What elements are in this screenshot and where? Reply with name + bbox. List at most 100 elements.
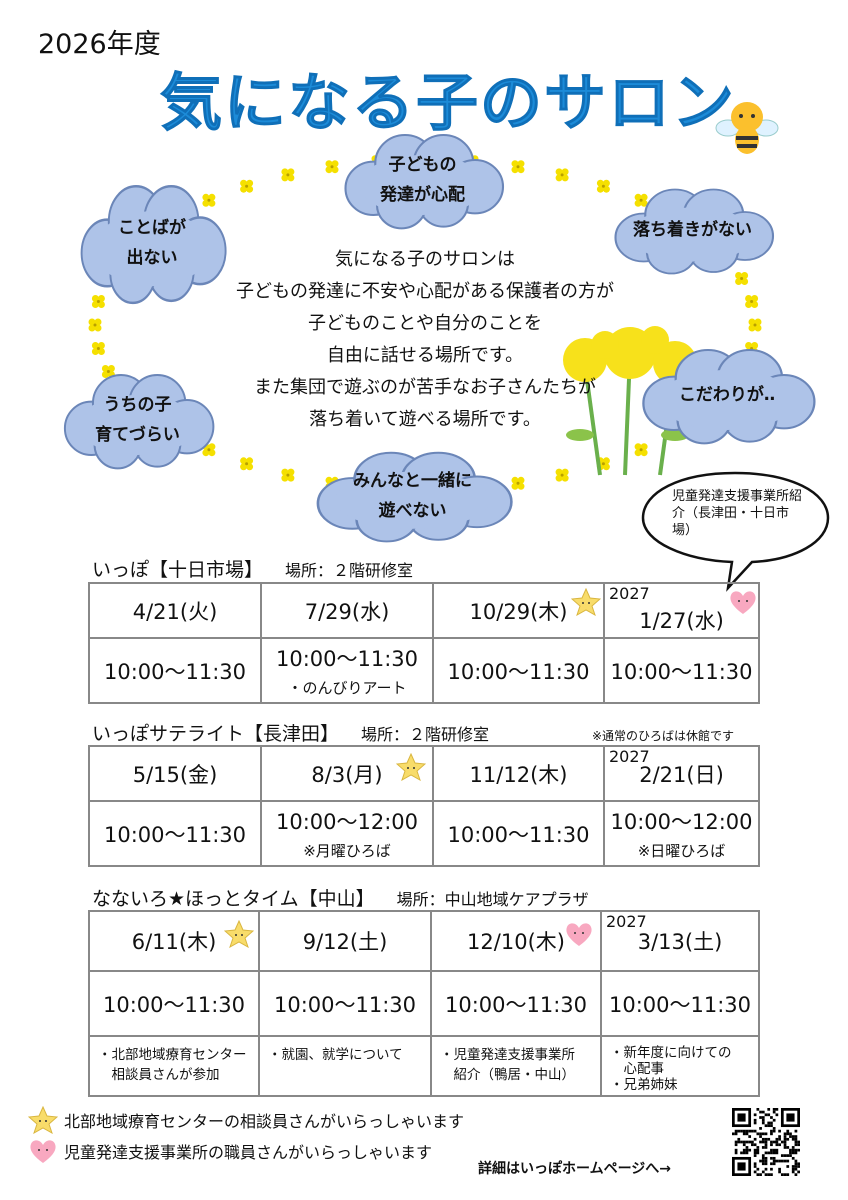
- date-text: 10/29(木): [469, 599, 568, 624]
- section-location: 場所：２階研修室: [285, 561, 414, 580]
- flower: [101, 365, 115, 378]
- star-icon: [570, 587, 602, 617]
- cloud-fixation: こだわりが‥: [632, 345, 822, 445]
- memo-line: ・児童発達支援事業所: [440, 1047, 575, 1063]
- memo-line: ・兄弟姉妹: [610, 1077, 678, 1093]
- flower: [91, 295, 105, 308]
- page-title: 気になる子のサロン: [159, 66, 737, 140]
- flower: [202, 443, 216, 457]
- qr-code[interactable]: [732, 1108, 800, 1176]
- date-text: 8/3(月): [311, 762, 383, 787]
- flower: [555, 168, 569, 182]
- time-cell: 10:00〜11:30: [88, 800, 262, 867]
- flower: [281, 168, 295, 182]
- time-cell: 10:00〜11:30: [88, 970, 260, 1037]
- star-icon: [27, 1105, 59, 1135]
- memo-cell: ・児童発達支援事業所 紹介（鴨居・中山）: [430, 1035, 602, 1097]
- time-cell: 10:00〜12:00 ※月曜ひろば: [260, 800, 434, 867]
- section-name: なないろ★ほっとタイム【中山】: [92, 888, 375, 910]
- section-location: 場所：２階研修室: [361, 725, 490, 744]
- legend-heart: 児童発達支援事業所の職員さんがいらっしゃいます: [28, 1137, 432, 1165]
- session-note: ※月曜ひろば: [303, 842, 391, 860]
- flower: [325, 160, 339, 174]
- star-icon: [395, 752, 427, 782]
- flower: [91, 342, 105, 355]
- memo-line: ・就園、就学について: [268, 1047, 403, 1063]
- flower: [555, 468, 569, 482]
- cloud-text: 出ない: [126, 247, 178, 268]
- star-icon: [223, 919, 255, 949]
- homepage-link-text: 詳細はいっぽホームページへ→: [478, 1161, 672, 1177]
- bee-icon: [715, 102, 779, 154]
- cloud-text: 発達が心配: [380, 185, 465, 205]
- date-cell: 4/21(火): [88, 582, 262, 639]
- date-cell: 5/15(金): [88, 745, 262, 802]
- rapeseed-illustration: [563, 326, 697, 476]
- flower: [748, 318, 762, 332]
- cloud-play-together: みんなと一緒に遊べない: [305, 448, 520, 543]
- memo-line: 相談員さんが参加: [98, 1067, 220, 1083]
- session-note: ※日曜ひろば: [637, 842, 726, 860]
- year-text: 2027: [609, 747, 650, 766]
- date-text: 12/10(木): [467, 930, 565, 954]
- cloud-text: 育てづらい: [95, 425, 180, 445]
- time-cell: 10:00〜11:30: [430, 970, 602, 1037]
- time-cell: 10:00〜11:30: [432, 800, 605, 867]
- flower: [511, 476, 525, 490]
- cloud-text: 子どもの: [388, 155, 457, 175]
- intro-line: 子どもの発達に不安や心配がある保護者の方が: [236, 281, 614, 302]
- date-text: 6/11(木): [131, 930, 217, 954]
- date-cell: 11/12(木): [432, 745, 605, 802]
- cloud-text: こだわりが‥: [678, 385, 776, 405]
- speech-bubble: 児童発達支援事業所紹介（長津田・十日市場）: [640, 470, 830, 592]
- date-cell: 10/29(木): [432, 582, 605, 639]
- flower: [511, 160, 525, 174]
- flower: [281, 468, 295, 482]
- time-cell: 10:00〜11:30: [432, 637, 605, 704]
- flower: [240, 179, 254, 193]
- intro-line: 子どものことや自分のことを: [308, 313, 542, 334]
- legend-star: 北部地域療育センターの相談員さんがいらっしゃいます: [27, 1105, 464, 1135]
- cloud-text: 落ち着きがない: [633, 220, 752, 240]
- memo-line: 紹介（鴨居・中山）: [440, 1067, 575, 1083]
- memo-cell: ・北部地域療育センター 相談員さんが参加: [88, 1035, 260, 1097]
- memo-cell: ・就園、就学について: [258, 1035, 432, 1097]
- cloud-speech: ことばが出ない: [72, 180, 232, 305]
- section-heading-ippo: いっぽ【十日市場】 場所：２階研修室: [92, 555, 413, 582]
- memo-line: 心配事: [610, 1061, 664, 1077]
- date-text: 2/21(日): [639, 762, 724, 787]
- memo-cell: ・新年度に向けての 心配事・兄弟姉妹: [600, 1035, 760, 1097]
- section-name: いっぽ【十日市場】: [92, 559, 264, 581]
- date-text: 1/27(水): [639, 608, 724, 633]
- flower: [596, 179, 610, 193]
- memo-line: ・北部地域療育センター: [98, 1047, 247, 1063]
- memo-line: ・新年度に向けての: [610, 1045, 732, 1061]
- time-cell: 10:00〜11:30: [603, 637, 760, 704]
- flower: [240, 457, 254, 471]
- session-note: ・のんびりアート: [287, 679, 407, 697]
- section-location: 場所：中山地域ケアプラザ: [396, 890, 589, 909]
- date-cell: 6/11(木): [88, 910, 260, 972]
- flower: [202, 193, 216, 207]
- heart-icon: [28, 1137, 58, 1165]
- date-cell: 2027 1/27(水): [603, 582, 760, 639]
- closure-note: ※通常のひろばは休館です: [592, 729, 735, 743]
- cloud-text: みんなと一緒に: [353, 470, 472, 491]
- year-label: 2026年度: [38, 29, 161, 60]
- flower: [634, 193, 648, 207]
- time-text: 10:00〜12:00: [275, 810, 419, 834]
- time-cell: 10:00〜11:30 ・のんびりアート: [260, 637, 434, 704]
- heart-icon: [564, 920, 594, 948]
- intro-line: 落ち着いて遊べる場所です。: [309, 409, 541, 430]
- time-cell: 10:00〜11:30: [88, 637, 262, 704]
- flower: [735, 272, 749, 285]
- date-cell: 12/10(木): [430, 910, 602, 972]
- time-cell: 10:00〜11:30: [600, 970, 760, 1037]
- year-text: 2027: [609, 584, 650, 603]
- time-text: 10:00〜11:30: [275, 647, 419, 671]
- bubble-text: 児童発達支援事業所紹介（長津田・十日市場）: [672, 489, 803, 538]
